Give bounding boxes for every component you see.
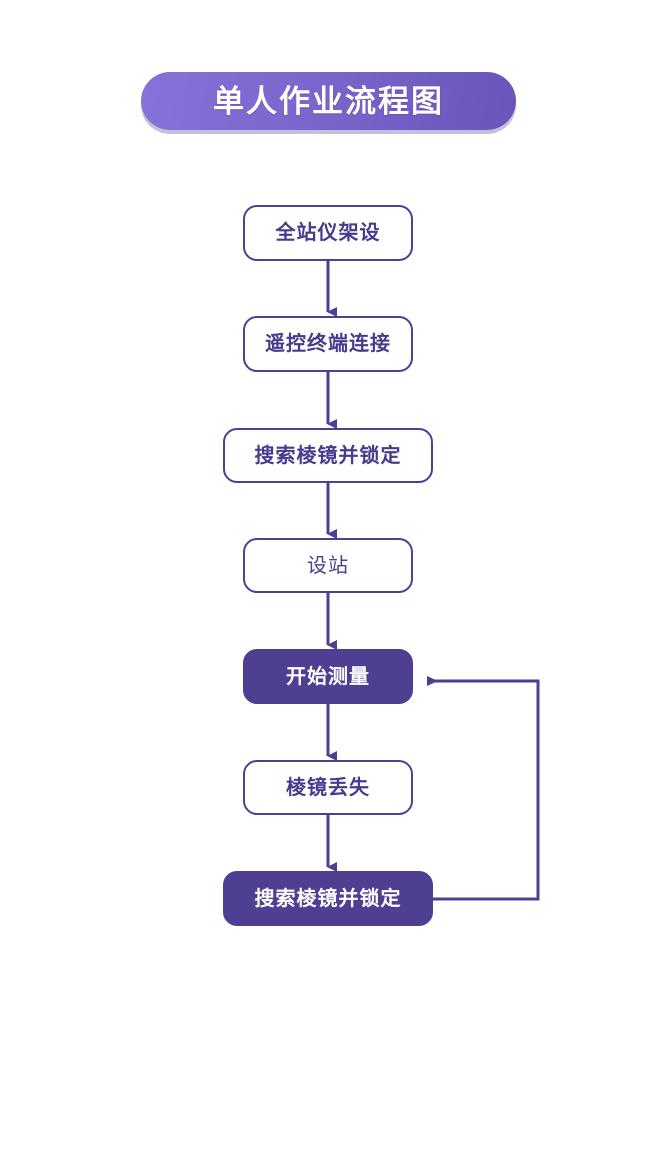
flow-node-设站[interactable]: 设站 [243, 538, 413, 593]
page-title: 单人作业流程图 [213, 83, 444, 119]
flow-node-label: 设站 [307, 554, 349, 577]
page-title-pill: 单人作业流程图 [141, 72, 516, 130]
flow-node-label: 遥控终端连接 [265, 333, 391, 355]
flow-node-label: 全站仪架设 [275, 222, 381, 244]
edge-node7-node5-feedback [427, 676, 540, 901]
flow-node-label: 开始测量 [286, 665, 370, 688]
flow-node-棱镜丢失[interactable]: 棱镜丢失 [243, 760, 413, 815]
flow-node-搜索棱镜并锁定-bottom[interactable]: 搜索棱镜并锁定 [223, 871, 433, 926]
flow-node-label: 搜索棱镜并锁定 [254, 887, 402, 910]
flow-node-搜索棱镜并锁定-top[interactable]: 搜索棱镜并锁定 [223, 428, 433, 483]
flow-node-开始测量[interactable]: 开始测量 [243, 649, 413, 704]
flow-node-label: 棱镜丢失 [286, 776, 370, 799]
flow-node-label: 搜索棱镜并锁定 [254, 444, 402, 467]
flow-node-遥控终端连接[interactable]: 遥控终端连接 [243, 316, 413, 372]
flow-node-全站仪架设[interactable]: 全站仪架设 [243, 205, 413, 261]
